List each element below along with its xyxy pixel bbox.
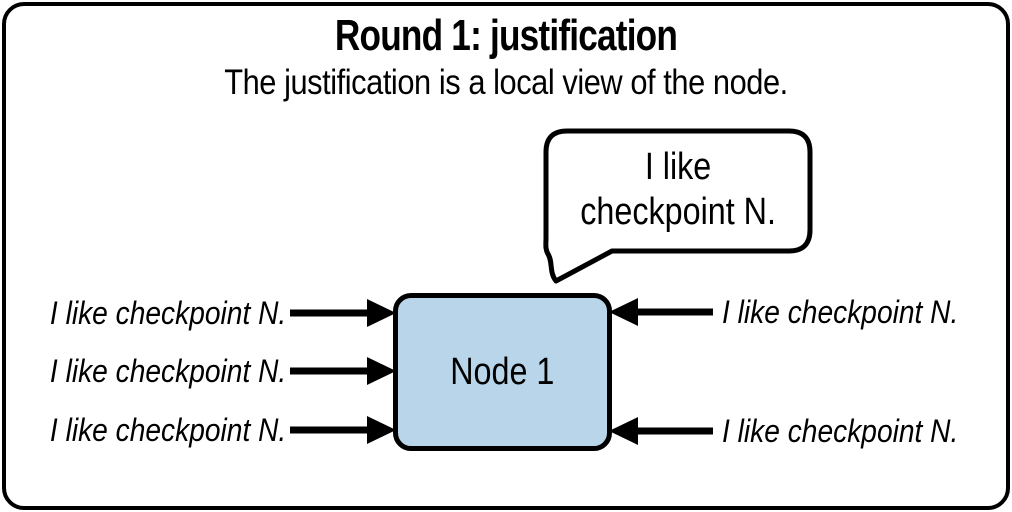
right-message-2: I like checkpoint N. [722,413,959,449]
left-arrow-3 [290,416,396,444]
speech-bubble-line-1: I like [644,146,712,189]
speech-bubble-shape [543,128,813,284]
speech-bubble-text: I like checkpoint N. [546,133,810,247]
arrow-head [367,416,396,444]
arrow-head [609,417,638,445]
diagram-title: Round 1: justification [334,11,678,60]
speech-bubble-line-2: checkpoint N. [580,191,776,233]
diagram-subtitle: The justification is a local view of the… [224,63,788,102]
right-arrow-1 [609,298,713,326]
left-message-1: I like checkpoint N. [49,295,287,331]
right-arrow-2 [609,417,713,445]
arrow-head [367,299,396,327]
node-label: Node 1 [450,350,555,393]
node-box: Node 1 [393,293,612,451]
arrow-head [609,298,638,326]
left-message-3: I like checkpoint N. [49,412,287,448]
arrow-head [367,357,396,385]
right-message-1: I like checkpoint N. [722,294,959,330]
left-arrow-2 [290,357,396,385]
left-arrow-1 [290,299,396,327]
left-message-2: I like checkpoint N. [49,353,287,389]
